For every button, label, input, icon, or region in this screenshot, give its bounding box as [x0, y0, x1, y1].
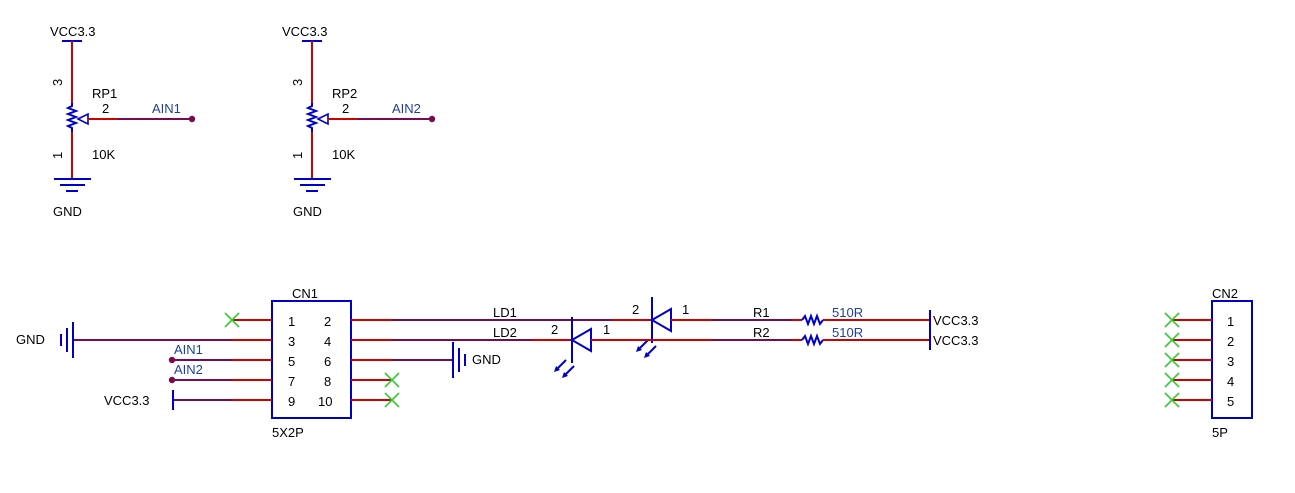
ld1-led: LD1 2 1: [392, 297, 712, 358]
ld2-led: LD2 2 1: [392, 317, 712, 378]
rp2-power-label: VCC3.3: [282, 24, 328, 39]
r2-ref: R2: [753, 325, 770, 340]
r2-zigzag: [801, 333, 824, 347]
rp1-resistor-zigzag: [65, 103, 79, 132]
ld2-diode-triangle: [570, 327, 592, 353]
ld1-pin-1: 1: [682, 302, 689, 317]
cn1-pin-3: 3: [288, 334, 295, 349]
cn1-ain1-junction: [168, 356, 176, 364]
rp1-pin-top: 3: [50, 79, 65, 86]
cn1-right-ground-symbol: [452, 342, 466, 378]
ld1-pin-2: 2: [632, 302, 639, 317]
cn1-pin-2: 2: [324, 314, 331, 329]
cn2-value: 5P: [1212, 425, 1228, 440]
cn2-pin2-no-connect: [1164, 332, 1180, 348]
rp1-ground-label: GND: [53, 204, 82, 219]
cn1-ain2-junction: [168, 376, 176, 384]
rp2-ref: RP2: [332, 86, 357, 101]
r1-value: 510R: [832, 305, 863, 320]
rp1-ground-symbol: [54, 178, 91, 192]
r1-ref: R1: [753, 305, 770, 320]
cn1-pin8-no-connect: [384, 372, 400, 388]
rp2-potentiometer: VCC3.3 RP2 2 10K AIN2 3 1 GND: [282, 24, 436, 219]
cn2-pin-4: 4: [1227, 374, 1234, 389]
cn1-vcc-label: VCC3.3: [104, 393, 150, 408]
cn1-pin-7: 7: [288, 374, 295, 389]
cn2-pin-2: 2: [1227, 334, 1234, 349]
ld2-pin-2: 2: [551, 322, 558, 337]
ld1-ref: LD1: [493, 305, 517, 320]
cn2-pin5-no-connect: [1164, 392, 1180, 408]
rp2-resistor-zigzag: [305, 103, 319, 132]
ld2-pin-1: 1: [603, 322, 610, 337]
r2-resistor: R2 510R VCC3.3: [712, 325, 979, 350]
cn1-left-ground-label: GND: [16, 332, 45, 347]
cn1-pin-10: 10: [318, 394, 332, 409]
r1-resistor: R1 510R VCC3.3: [712, 305, 979, 330]
cn2-ref: CN2: [1212, 286, 1238, 301]
rp1-net-junction: [188, 115, 196, 123]
ld2-light-arrows: [554, 359, 575, 378]
rp2-value: 10K: [332, 147, 355, 162]
rp2-wiper-arrow: [316, 112, 329, 126]
cn1-pin-6: 6: [324, 354, 331, 369]
rp2-net-junction: [428, 115, 436, 123]
r2-power-label: VCC3.3: [933, 333, 979, 348]
cn1-value: 5X2P: [272, 425, 304, 440]
r2-value: 510R: [832, 325, 863, 340]
cn2-pin-1: 1: [1227, 314, 1234, 329]
rp1-pin-bottom: 1: [50, 152, 65, 159]
cn1-pin-4: 4: [324, 334, 331, 349]
cn1-ain1-label: AIN1: [174, 342, 203, 357]
rp2-pin-wiper: 2: [342, 101, 349, 116]
rp2-pin-bottom: 1: [290, 152, 305, 159]
rp1-ref: RP1: [92, 86, 117, 101]
rp1-value: 10K: [92, 147, 115, 162]
cn1-ain2-label: AIN2: [174, 362, 203, 377]
r1-power-label: VCC3.3: [933, 313, 979, 328]
cn2-pin4-no-connect: [1164, 372, 1180, 388]
cn1-pin-1: 1: [288, 314, 295, 329]
cn1-pin-5: 5: [288, 354, 295, 369]
cn2-connector: CN2 5P 1 2 3 4 5: [1164, 286, 1253, 440]
rp1-pin-wiper: 2: [102, 101, 109, 116]
rp1-net-label: AIN1: [152, 101, 181, 116]
cn1-pin10-no-connect: [384, 392, 400, 408]
rp2-ground-symbol: [294, 178, 331, 192]
cn1-pin-8: 8: [324, 374, 331, 389]
cn1-pin1-no-connect: [224, 312, 240, 328]
ld1-diode-triangle: [650, 307, 672, 333]
ld2-ref: LD2: [493, 325, 517, 340]
cn2-pin3-no-connect: [1164, 352, 1180, 368]
cn1-pin-9: 9: [288, 394, 295, 409]
rp1-power-label: VCC3.3: [50, 24, 96, 39]
rp2-net-label: AIN2: [392, 101, 421, 116]
r1-zigzag: [801, 313, 824, 327]
cn2-pin1-no-connect: [1164, 312, 1180, 328]
cn1-left-ground-symbol: [60, 322, 74, 358]
rp2-pin-top: 3: [290, 79, 305, 86]
cn2-pin-3: 3: [1227, 354, 1234, 369]
cn1-connector: CN1 5X2P 1 3 5 7 9 2 4 6 8 10: [16, 286, 501, 440]
ld1-light-arrows: [636, 339, 657, 358]
rp2-ground-label: GND: [293, 204, 322, 219]
rp1-wiper-arrow: [76, 112, 89, 126]
cn1-ref: CN1: [292, 286, 318, 301]
cn1-right-ground-label: GND: [472, 352, 501, 367]
rp1-potentiometer: VCC3.3 RP1 2 10K AIN1 3 1 GND: [50, 24, 196, 219]
cn1-body: [271, 300, 352, 419]
cn2-pin-5: 5: [1227, 394, 1234, 409]
